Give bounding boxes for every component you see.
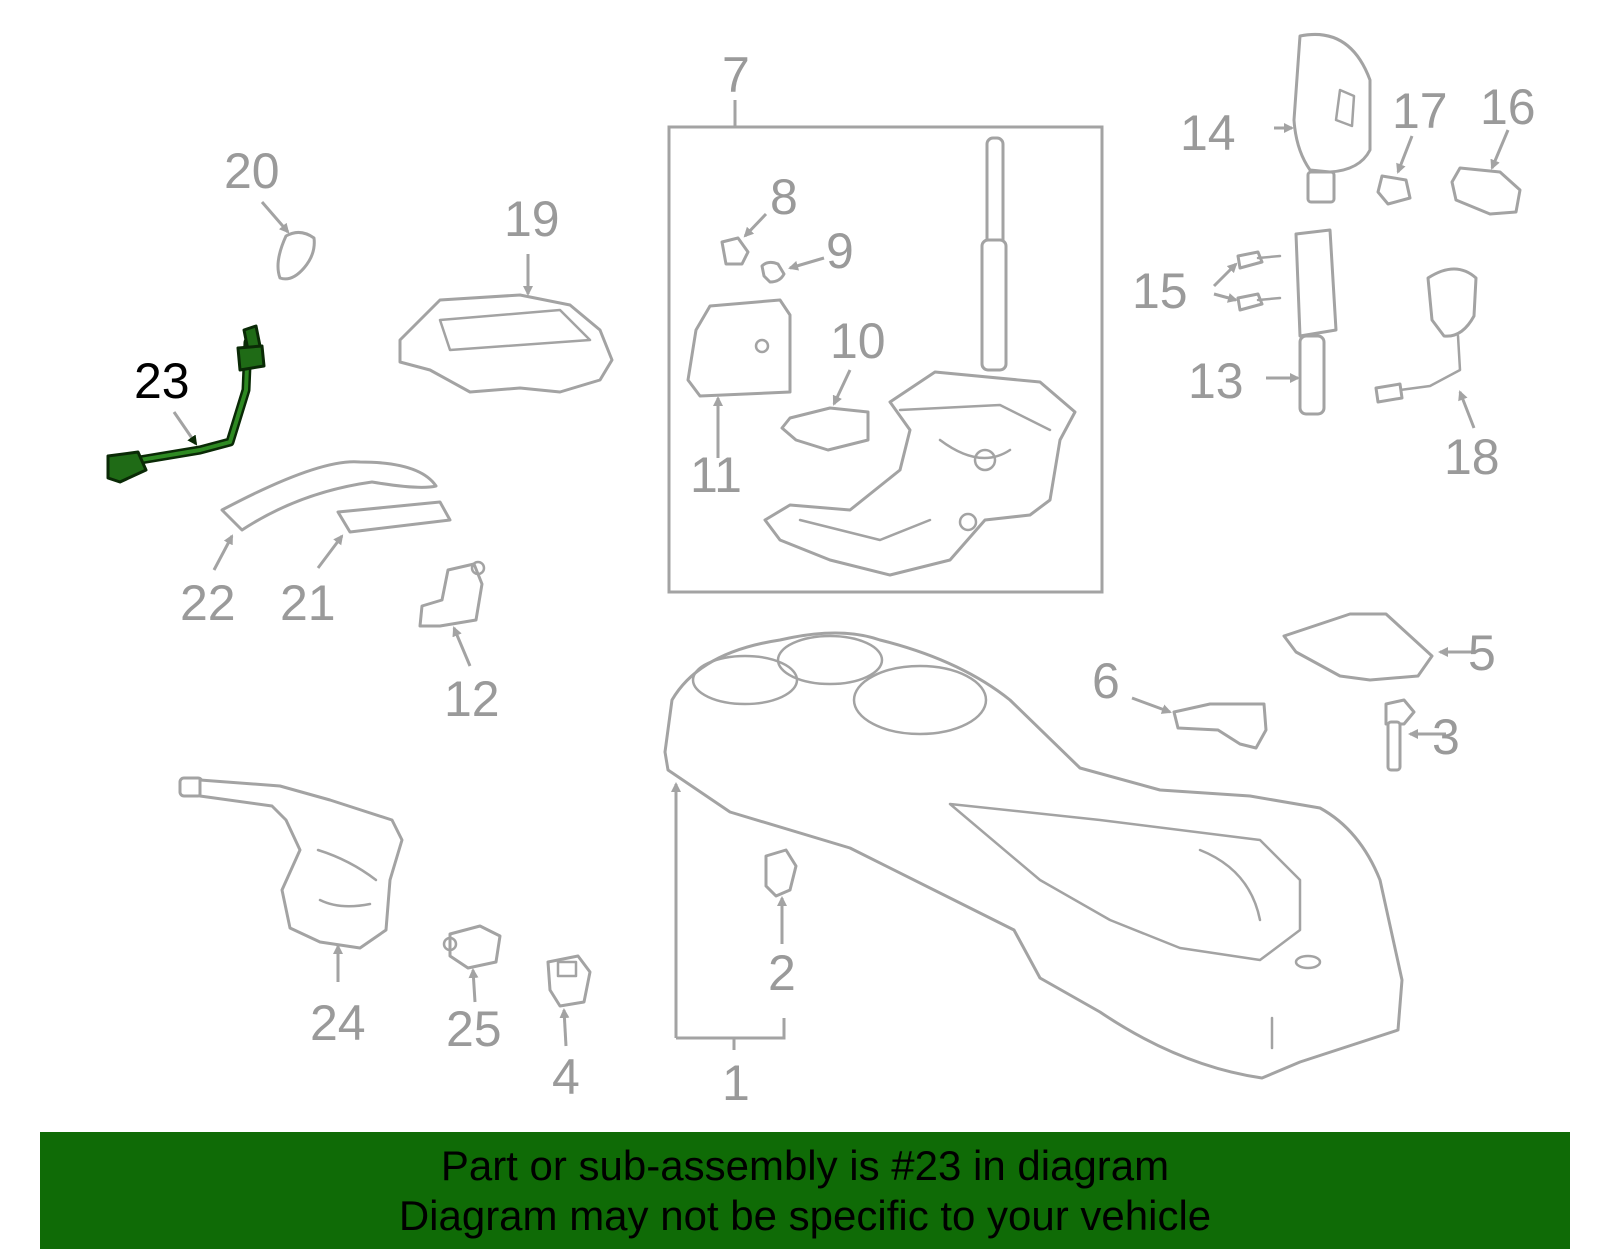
part-6-trim bbox=[1172, 702, 1268, 750]
callout-23: 23 bbox=[134, 353, 190, 409]
callout-20: 20 bbox=[224, 143, 280, 199]
callout-16: 16 bbox=[1480, 79, 1536, 135]
part-18-switch bbox=[1374, 267, 1478, 404]
part-20-clip bbox=[276, 231, 316, 281]
part-22-trim bbox=[220, 460, 438, 532]
banner-line-1: Part or sub-assembly is #23 in diagram bbox=[440, 1141, 1170, 1189]
part-21-plate bbox=[336, 500, 452, 534]
callout-12: 12 bbox=[444, 671, 500, 727]
part-24-parking-brake bbox=[178, 776, 404, 950]
part-17-spring bbox=[1376, 174, 1412, 206]
callout-15: 15 bbox=[1132, 263, 1188, 319]
part-8-clip bbox=[720, 236, 750, 266]
callout-21: 21 bbox=[280, 575, 336, 631]
part-5-lid bbox=[1282, 612, 1434, 682]
callout-9: 9 bbox=[826, 223, 854, 279]
part-2-nut bbox=[764, 848, 798, 898]
callout-24: 24 bbox=[310, 995, 366, 1051]
callout-8: 8 bbox=[770, 169, 798, 225]
part-9-nut bbox=[760, 260, 786, 284]
part-15-screws bbox=[1236, 250, 1282, 312]
part-3-bolt bbox=[1384, 698, 1416, 772]
part-23-wire-harness bbox=[106, 324, 266, 484]
part-11-bracket bbox=[686, 298, 792, 398]
callout-3: 3 bbox=[1432, 709, 1460, 765]
part-10-sensor bbox=[780, 406, 870, 452]
part-4-clip bbox=[546, 954, 592, 1008]
callout-25: 25 bbox=[446, 1001, 502, 1057]
callout-18: 18 bbox=[1444, 429, 1500, 485]
part-16-button bbox=[1450, 166, 1522, 216]
callout-1: 1 bbox=[722, 1055, 750, 1111]
part-14-shift-knob bbox=[1292, 33, 1372, 204]
callout-5: 5 bbox=[1468, 625, 1496, 681]
parts-diagram: 1 2 3 4 5 6 7 8 9 10 11 12 13 14 15 16 1… bbox=[106, 33, 1536, 1111]
callout-14: 14 bbox=[1180, 105, 1236, 161]
banner-line-2: Diagram may not be specific to your vehi… bbox=[398, 1191, 1212, 1239]
part-19-bezel bbox=[398, 293, 614, 394]
assembly-box-7 bbox=[667, 125, 1104, 594]
callout-13: 13 bbox=[1188, 353, 1244, 409]
callout-7: 7 bbox=[722, 47, 750, 103]
part-1-console bbox=[663, 631, 1404, 1080]
callout-6: 6 bbox=[1092, 653, 1120, 709]
callout-22: 22 bbox=[180, 575, 236, 631]
part-25-block bbox=[448, 924, 502, 970]
callout-10: 10 bbox=[830, 313, 886, 369]
callout-4: 4 bbox=[552, 1049, 580, 1105]
callout-11: 11 bbox=[690, 447, 742, 503]
info-banner: Part or sub-assembly is #23 in diagram D… bbox=[40, 1132, 1570, 1249]
part-12-bracket bbox=[418, 562, 484, 628]
callout-2: 2 bbox=[768, 945, 796, 1001]
callout-17: 17 bbox=[1392, 83, 1448, 139]
part-13-lever-sleeve bbox=[1294, 228, 1338, 416]
callout-19: 19 bbox=[504, 191, 560, 247]
shift-lever-assembly bbox=[763, 136, 1077, 577]
